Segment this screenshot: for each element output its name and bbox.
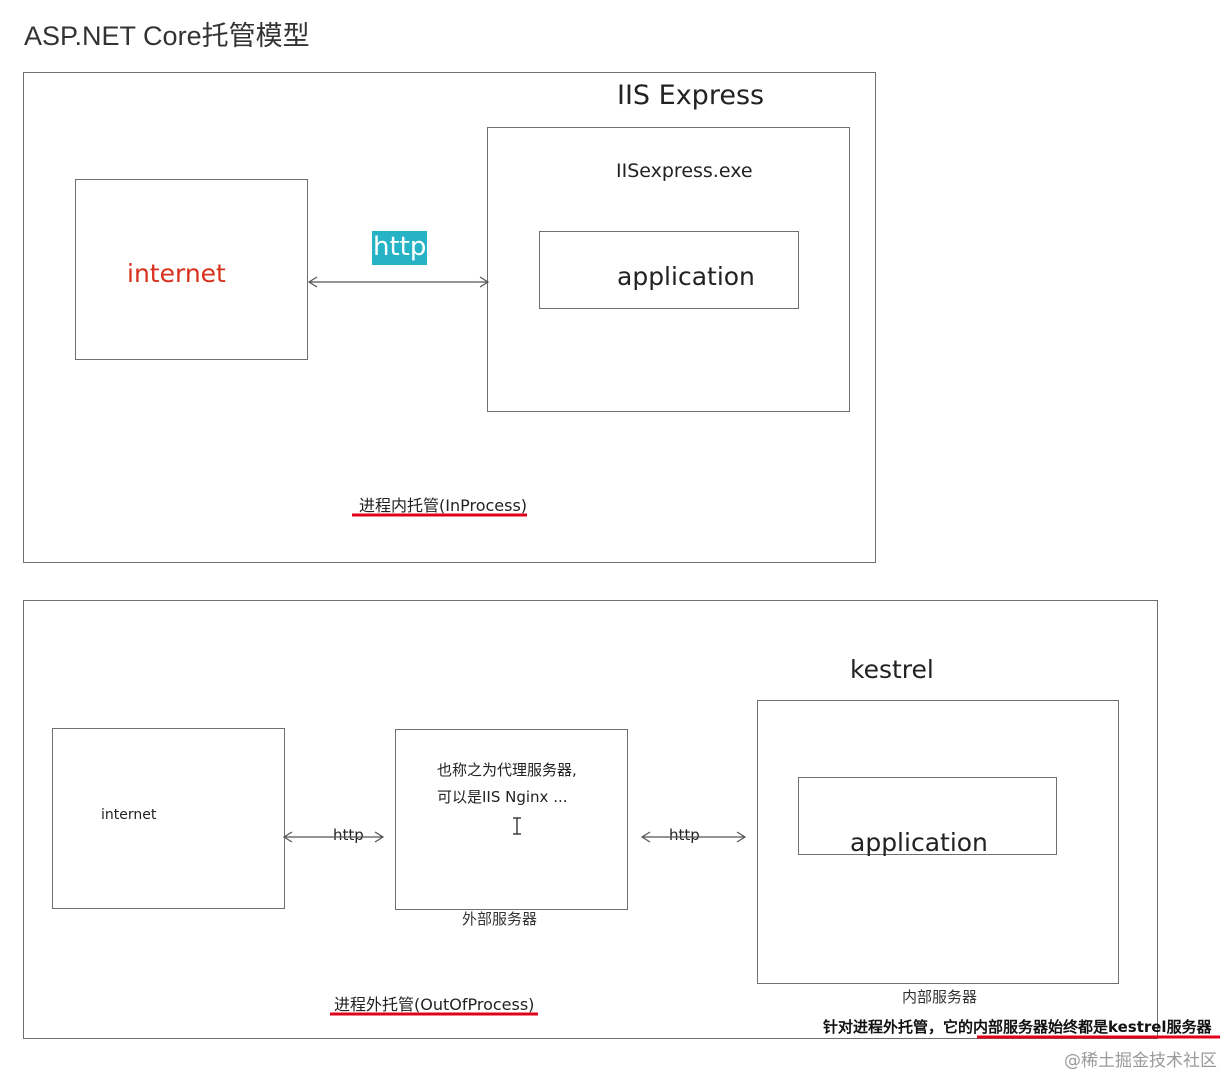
application-box [539, 231, 799, 309]
application-label-2: application [850, 828, 988, 857]
proxy-server-box [395, 729, 628, 910]
http-highlight-label: http [372, 231, 428, 265]
inprocess-panel [23, 72, 876, 563]
watermark: @稀土掘金技术社区 [1064, 1051, 1217, 1071]
kestrel-note-prefix: 针对进程外托管，它的 [823, 1018, 974, 1036]
kestrel-caption: 内部服务器 [902, 988, 978, 1006]
http-label-right: http [669, 826, 700, 844]
proxy-desc-line1: 也称之为代理服务器, [437, 761, 577, 779]
application-box-2 [798, 777, 1057, 855]
internet-label-2: internet [101, 807, 157, 823]
http-label-left: http [333, 826, 364, 844]
outofprocess-caption: 进程外托管(OutOfProcess) [334, 995, 535, 1014]
kestrel-title: kestrel [850, 655, 934, 684]
internet-box [75, 179, 308, 360]
text-cursor-icon [513, 817, 521, 835]
inprocess-caption: 进程内托管(InProcess) [359, 496, 528, 515]
kestrel-note-highlight: 内部服务器始终都是kestrel服务器 [973, 1018, 1212, 1036]
internet-box-2 [52, 728, 285, 909]
iisexpress-exe-label: IISexpress.exe [616, 160, 753, 182]
proxy-caption: 外部服务器 [462, 910, 538, 928]
iisexpress-exe-box [487, 127, 850, 412]
internet-label: internet [127, 259, 226, 288]
iis-express-title: IIS Express [617, 80, 765, 111]
kestrel-box [757, 700, 1119, 984]
proxy-desc-line2: 可以是IIS Nginx ... [437, 788, 568, 806]
page-title: ASP.NET Core托管模型 [24, 21, 310, 51]
application-label: application [617, 262, 755, 291]
kestrel-note: 针对进程外托管，它的内部服务器始终都是kestrel服务器 [823, 1016, 1212, 1037]
outofprocess-panel [23, 600, 1158, 1039]
